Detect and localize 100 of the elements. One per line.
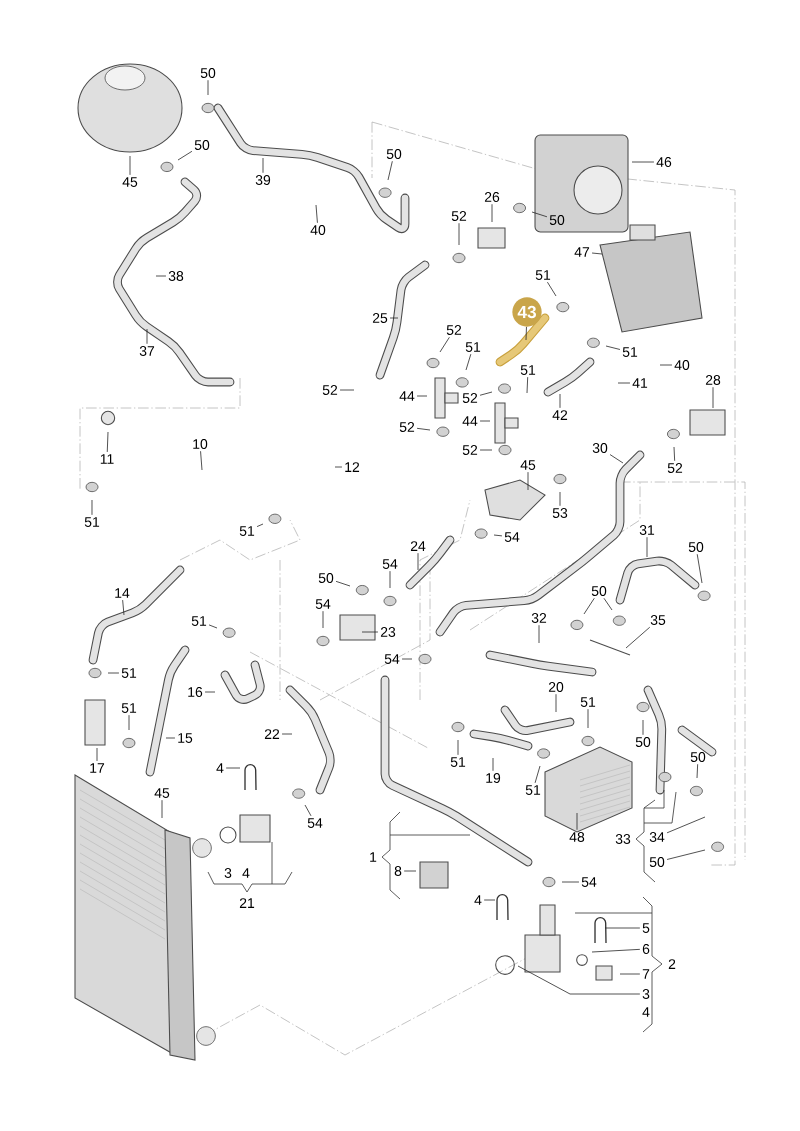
callout-number: 30 [592, 443, 608, 453]
leader-line [617, 382, 631, 384]
leader-line [106, 431, 109, 453]
leader-line [262, 157, 264, 174]
callout-number: 12 [345, 462, 360, 472]
callout-number: 31 [639, 525, 655, 535]
leader-line [587, 708, 589, 729]
callout-number: 39 [255, 175, 271, 185]
leader-line [642, 719, 644, 736]
leader-line [387, 160, 393, 181]
leader-line [619, 973, 641, 975]
callout-number: 51 [525, 785, 541, 795]
callout-number: 50 [194, 140, 210, 150]
group-number: 1 [370, 852, 377, 862]
callout-number: 51 [191, 616, 207, 626]
callout-number: 5 [642, 923, 650, 933]
leader-line [591, 252, 603, 255]
leader-line [458, 222, 460, 246]
callout-number: 45 [520, 460, 536, 470]
leader-line [335, 580, 351, 587]
group-number: 21 [239, 898, 255, 908]
leader-line [401, 658, 413, 660]
leader-line [200, 450, 203, 471]
callout-number: 50 [386, 149, 402, 159]
callout-number: 14 [115, 588, 130, 598]
group-number: 4 [642, 1007, 650, 1017]
callout-number: 26 [484, 192, 500, 202]
callout-number: 51 [450, 757, 466, 767]
callout-number: 15 [178, 733, 193, 743]
leader-line [492, 757, 494, 772]
callout-number: 54 [307, 818, 323, 828]
leader-line [561, 881, 580, 883]
callout-number: 50 [591, 586, 607, 596]
leader-line [659, 364, 673, 366]
callout-number: 45 [122, 177, 138, 187]
leader-line [225, 767, 241, 769]
group-number: 33 [615, 834, 631, 844]
leader-line [339, 389, 355, 391]
leader-line [439, 336, 450, 353]
callout-number: 25 [372, 313, 388, 323]
callout-number: 54 [581, 877, 597, 887]
callout-number: 51 [535, 270, 551, 280]
callout-number: 35 [650, 615, 666, 625]
leader-line [465, 353, 472, 371]
leader-line [555, 693, 557, 713]
callout-number: 7 [642, 969, 650, 979]
leader-line [666, 816, 706, 834]
callout-number: 42 [552, 410, 568, 420]
leader-line [417, 552, 419, 571]
leader-line [281, 733, 293, 735]
leader-line [559, 393, 561, 409]
callout-number: 50 [690, 752, 706, 762]
leader-line [204, 691, 216, 693]
leader-line [479, 391, 493, 396]
leader-line [479, 449, 493, 451]
leader-line [122, 599, 125, 616]
callout-number: 8 [394, 866, 402, 876]
callout-number: 52 [462, 445, 478, 455]
callout-number: 10 [193, 439, 208, 449]
leader-line [631, 161, 655, 163]
callout-number: 50 [688, 542, 704, 552]
leader-line [559, 491, 561, 507]
callout-number: 3 [642, 989, 650, 999]
leader-line [416, 427, 431, 431]
callout-number: 51 [465, 342, 481, 352]
callout-number: 52 [399, 422, 415, 432]
callout-number: 17 [90, 763, 105, 773]
leader-line [603, 597, 613, 611]
leader-line [161, 799, 163, 819]
callout-number: 52 [667, 463, 683, 473]
callout-number: 4 [216, 763, 224, 773]
callout-number: 6 [642, 944, 650, 954]
leader-line [517, 965, 641, 995]
callout-number: 45 [154, 788, 170, 798]
callout-number: 51 [84, 517, 100, 527]
leader-line [256, 523, 264, 527]
callout-number: 47 [574, 247, 590, 257]
leader-line [207, 79, 209, 96]
leader-line [165, 737, 176, 739]
callout-number: 11 [100, 454, 114, 464]
callout-number: 50 [549, 215, 565, 225]
callout-number: 51 [520, 365, 536, 375]
leader-line [609, 454, 624, 464]
leader-line [389, 317, 399, 319]
callout-number: 46 [656, 157, 672, 167]
leader-line [483, 899, 496, 901]
callout-number: 54 [384, 654, 400, 664]
leader-line [128, 714, 130, 731]
leader-line [604, 927, 641, 929]
leader-line [666, 849, 706, 860]
leader-line [712, 386, 714, 409]
callout-number: 44 [399, 391, 415, 401]
callout-number: 54 [382, 559, 398, 569]
callout-number: 48 [569, 832, 585, 842]
leader-line [696, 763, 699, 779]
callout-number: 50 [635, 737, 651, 747]
leader-line [576, 812, 578, 831]
callout-number: 54 [315, 599, 331, 609]
leader-line [304, 804, 312, 817]
callout-number: 40 [674, 360, 690, 370]
